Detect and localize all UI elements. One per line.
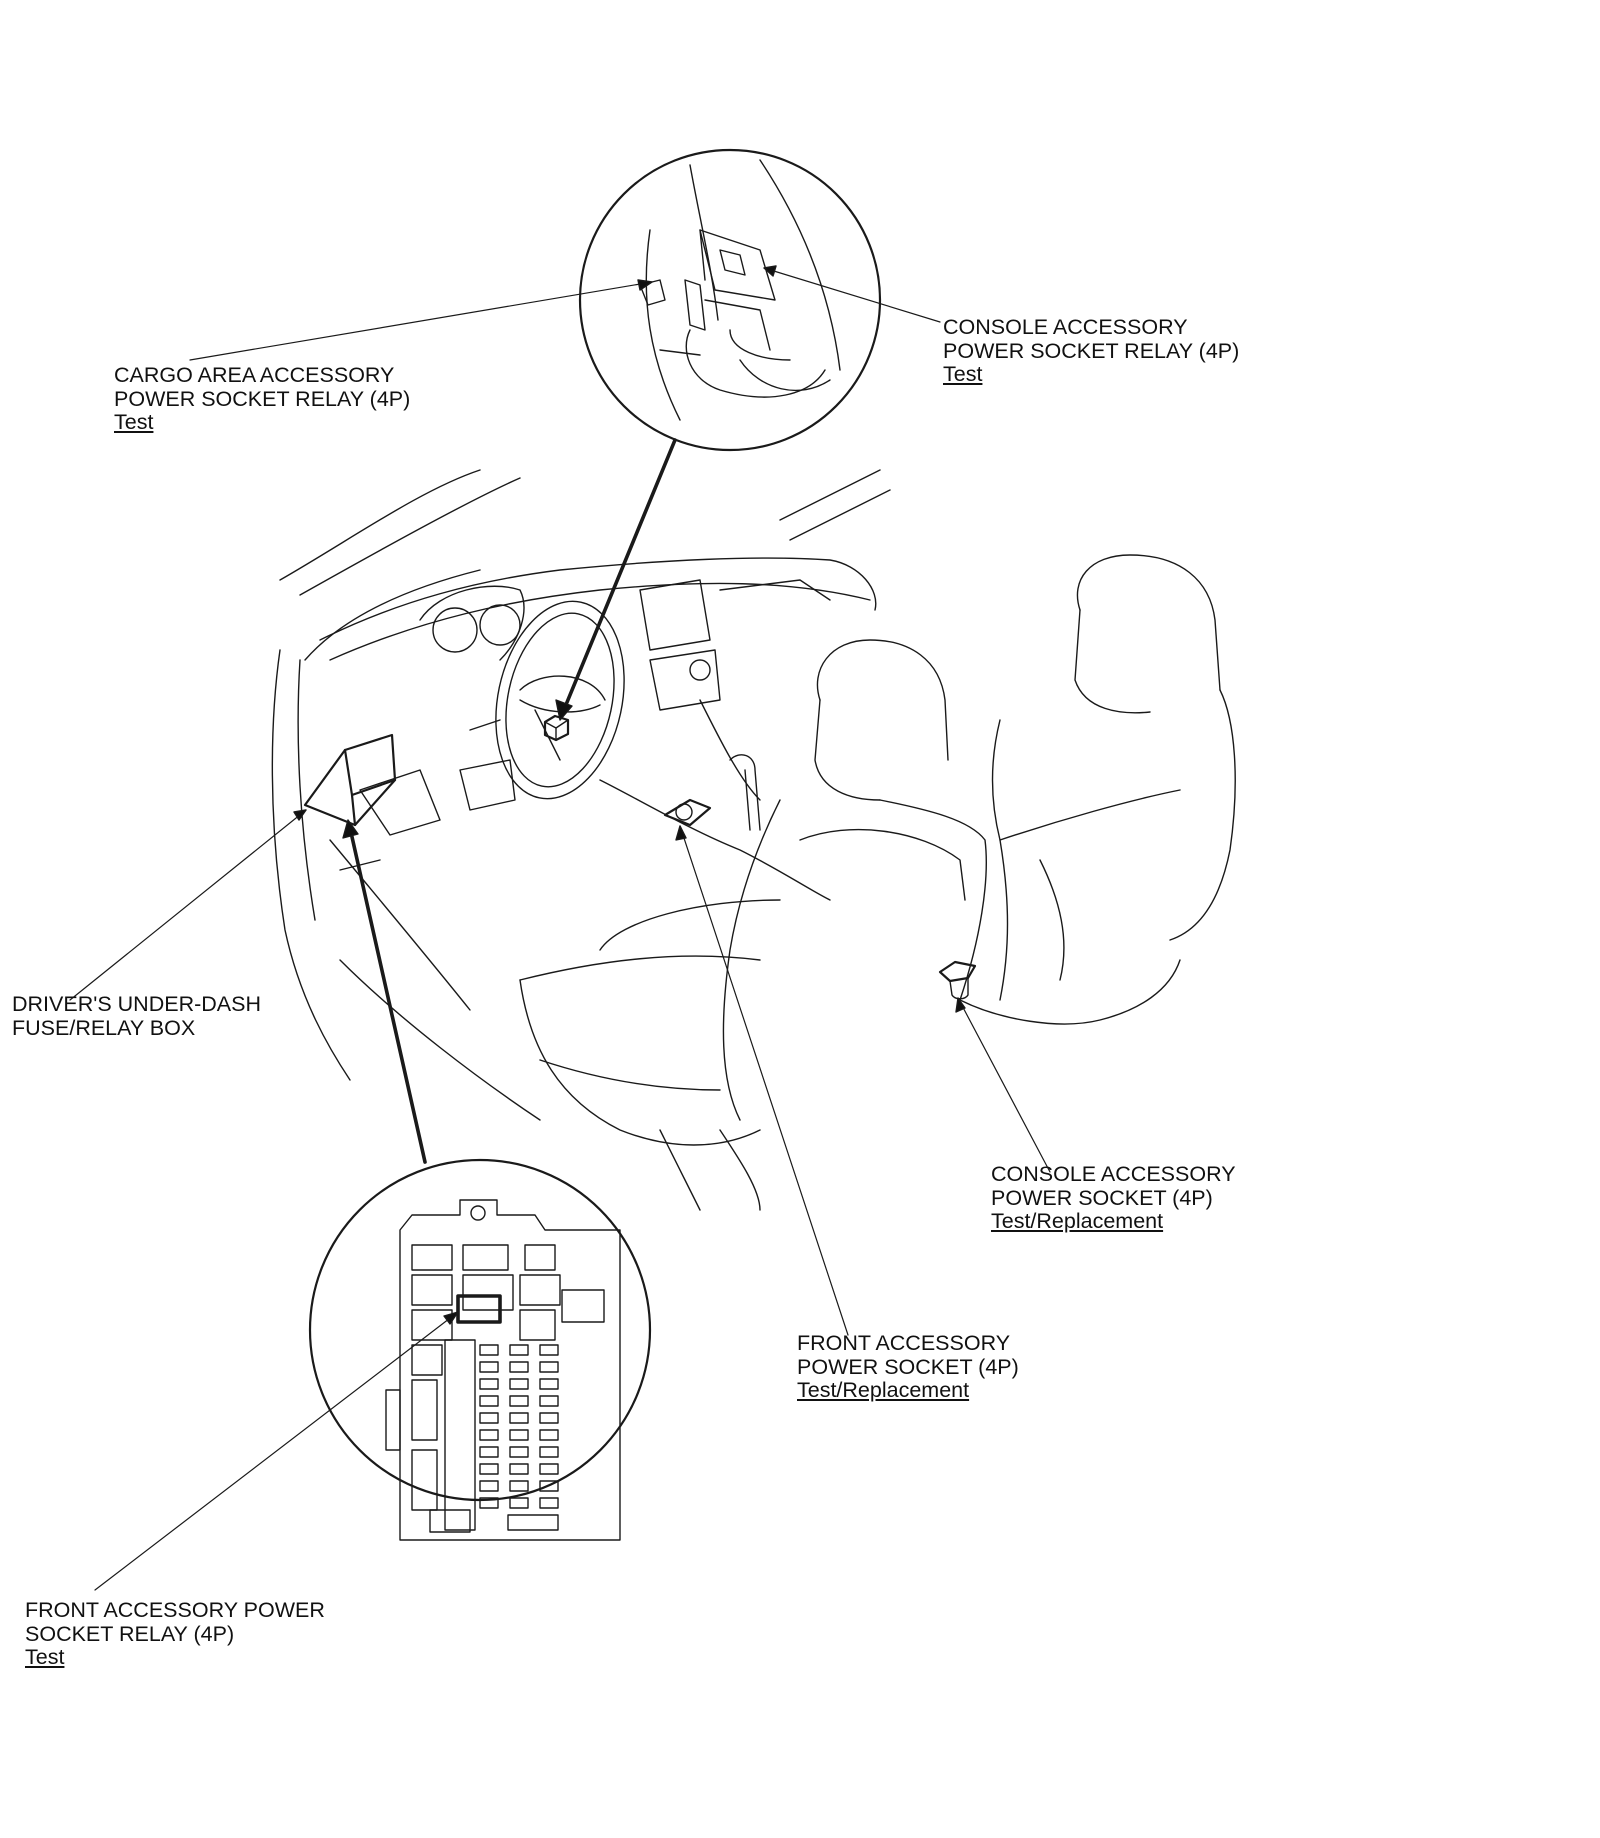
front-socket-title-line2: POWER SOCKET (4P)	[797, 1354, 1019, 1379]
console-relay-title-line2: POWER SOCKET RELAY (4P)	[943, 338, 1240, 363]
front-socket-test-replacement-link[interactable]: Test/Replacement	[797, 1378, 970, 1402]
cargo-relay-title-line1: CARGO AREA ACCESSORY	[114, 363, 395, 387]
front-socket-title-line1: FRONT ACCESSORY	[797, 1331, 1011, 1355]
front-relay-title-line2: SOCKET RELAY (4P)	[25, 1621, 235, 1646]
cargo-relay-title-line2: POWER SOCKET RELAY (4P)	[114, 386, 411, 411]
front-relay-title-line1: FRONT ACCESSORY POWER	[25, 1598, 325, 1622]
fuse-box-detail-inset	[308, 1158, 652, 1541]
console-socket-test-replacement-link[interactable]: Test/Replacement	[991, 1209, 1164, 1233]
console-relay-callout: CONSOLE ACCESSORY POWER SOCKET RELAY (4P…	[943, 315, 1240, 387]
cabin-outline	[271, 469, 1236, 1211]
console-socket-callout: CONSOLE ACCESSORY POWER SOCKET (4P) Test…	[991, 1162, 1236, 1234]
console-socket-title-line1: CONSOLE ACCESSORY	[991, 1162, 1236, 1186]
cargo-relay-test-link[interactable]: Test	[114, 410, 154, 434]
fuse-box-title-line2: FUSE/RELAY BOX	[12, 1015, 196, 1040]
relay-detail-inset	[578, 148, 882, 452]
console-socket-title-line2: POWER SOCKET (4P)	[991, 1185, 1213, 1210]
fuse-box-callout: DRIVER'S UNDER-DASH FUSE/RELAY BOX	[12, 992, 261, 1040]
front-relay-callout: FRONT ACCESSORY POWER SOCKET RELAY (4P) …	[25, 1598, 325, 1670]
cargo-relay-callout: CARGO AREA ACCESSORY POWER SOCKET RELAY …	[114, 363, 411, 435]
front-socket-callout: FRONT ACCESSORY POWER SOCKET (4P) Test/R…	[797, 1331, 1019, 1403]
console-relay-test-link[interactable]: Test	[943, 362, 983, 386]
fuse-box-title-line1: DRIVER'S UNDER-DASH	[12, 992, 261, 1016]
fuse-array	[479, 1344, 559, 1531]
leader-lines	[69, 265, 1051, 1591]
console-relay-title-line1: CONSOLE ACCESSORY	[943, 315, 1188, 339]
front-relay-test-link[interactable]: Test	[25, 1645, 65, 1669]
